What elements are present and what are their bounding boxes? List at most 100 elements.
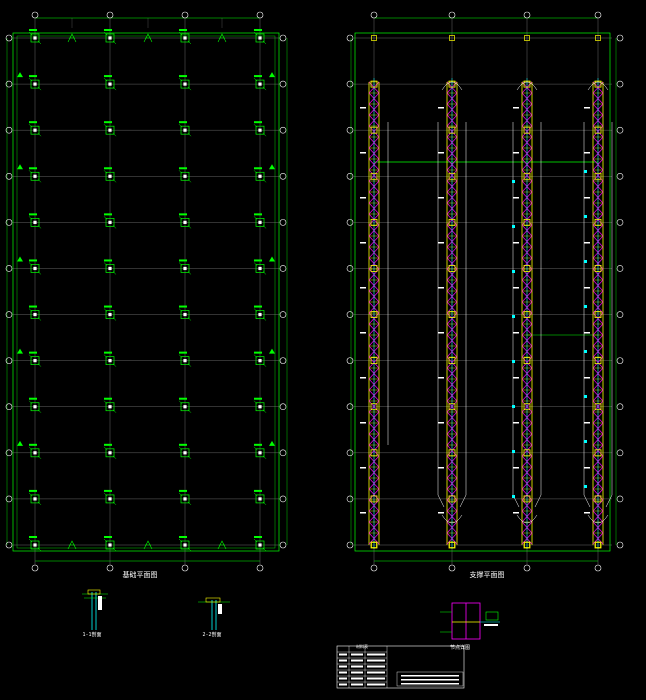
table-cell-text (339, 659, 347, 662)
column-footing (105, 448, 115, 458)
detail-3-title: 节点详图 (450, 644, 470, 651)
footing-leader (103, 354, 108, 358)
beam-mark (584, 395, 587, 398)
detail-views (82, 589, 500, 640)
column-footing (30, 125, 40, 135)
col-axis-bubble (31, 564, 39, 572)
column-cap (524, 542, 530, 548)
footing-label (254, 305, 262, 308)
footing-label (29, 489, 37, 492)
column-footing (255, 540, 265, 550)
table-cell-text (339, 677, 347, 680)
col-axis-bubble (256, 11, 264, 19)
column-base (108, 405, 112, 409)
member-label (438, 152, 444, 154)
footing-leader (262, 547, 267, 552)
footing-leader (178, 538, 183, 543)
column-base (108, 82, 112, 86)
column-marker (448, 541, 456, 549)
row-axis-bubble (346, 80, 354, 88)
footing-label (29, 305, 37, 308)
column-base (108, 174, 112, 178)
column-base (183, 266, 187, 271)
footing-leader (28, 492, 33, 497)
detail-2-stiffener (218, 604, 222, 614)
row-axis-bubble (616, 172, 624, 180)
column-marker (448, 80, 456, 88)
column-base (183, 128, 187, 132)
footing-label (29, 397, 37, 400)
column-marker (594, 218, 602, 226)
column-footing (180, 540, 190, 550)
row-axis-bubble (346, 311, 354, 318)
footing-label (179, 536, 187, 538)
column-marker (370, 449, 378, 457)
member-label (438, 287, 444, 289)
footing-leader (187, 455, 192, 459)
footing-label (104, 167, 112, 170)
column-footing (255, 218, 265, 227)
edge-mark (269, 164, 275, 170)
column-footing (180, 218, 190, 227)
member-label (513, 107, 519, 109)
edge-mark (17, 164, 23, 170)
footing-label (179, 259, 187, 262)
row-axis-bubble (279, 219, 287, 226)
footing-leader (28, 170, 33, 174)
column-marker (448, 265, 456, 272)
column-footing (105, 402, 115, 412)
column-base (33, 451, 37, 455)
row-axis-bubble (5, 403, 13, 411)
table-cell-text (351, 665, 363, 668)
column-base (108, 220, 112, 224)
row-axis-bubble (5, 449, 13, 457)
row-axis-bubble (279, 126, 287, 134)
footing-leader (253, 77, 258, 82)
footing-label (179, 167, 187, 170)
member-label (513, 467, 519, 469)
member-label (360, 107, 366, 109)
row-axis-bubble (5, 265, 13, 272)
edge-mark (17, 440, 23, 446)
column-base (183, 36, 187, 40)
column-base (183, 359, 187, 363)
column-footing (30, 33, 40, 43)
column-footing (255, 264, 265, 273)
column-cap (524, 35, 530, 41)
column-base (183, 405, 187, 409)
left-plan-title: 基础平面图 (123, 570, 158, 579)
truss-outline (534, 122, 542, 508)
footing-leader (253, 31, 258, 36)
column-base (33, 359, 37, 363)
col-axis-bubble (370, 11, 378, 19)
member-label (513, 377, 519, 379)
footing-leader (178, 446, 183, 450)
beam-mark (584, 350, 587, 353)
member-label (438, 422, 444, 424)
column-marker (448, 172, 456, 180)
footing-label (254, 121, 262, 124)
footing-label (254, 351, 262, 354)
footing-leader (253, 308, 258, 312)
row-axis-bubble (279, 357, 287, 364)
column-marker (448, 311, 456, 318)
footing-leader (103, 216, 108, 220)
row-axis-bubble (279, 403, 287, 411)
truss-arc (441, 81, 463, 91)
column-marker (370, 495, 378, 503)
edge-mark (269, 72, 275, 78)
column-marker (370, 311, 378, 318)
footing-label (254, 489, 262, 492)
bracing-plan (346, 11, 624, 572)
footing-label (254, 443, 262, 446)
beam-mark (584, 260, 587, 263)
column-footing (255, 448, 265, 458)
wind-column-footing (217, 33, 227, 43)
footing-leader (178, 262, 183, 266)
footing-leader (187, 501, 192, 506)
footing-leader (37, 40, 42, 45)
footing-leader (262, 271, 267, 275)
column-marker (594, 172, 602, 180)
footing-label (254, 397, 262, 400)
row-axis-bubble (616, 80, 624, 88)
